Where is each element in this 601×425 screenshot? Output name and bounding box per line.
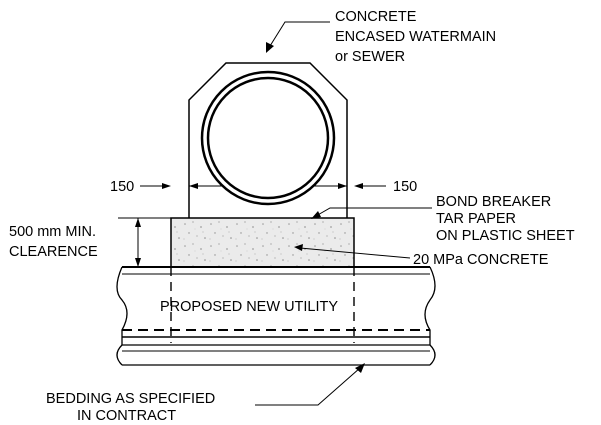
leader-concrete-arrowhead	[294, 244, 303, 251]
bond-breaker-label-line-1: BOND BREAKER	[436, 194, 551, 210]
bedding-right-break	[429, 344, 436, 366]
offset-right-label: 150	[393, 179, 417, 195]
clearance-arrowhead-top	[135, 218, 141, 227]
bond-breaker-label-line-3: ON PLASTIC SHEET	[436, 228, 575, 244]
bedding-left-break	[116, 344, 123, 366]
bedding-label-line-1: BEDDING AS SPECIFIED	[46, 391, 215, 407]
leader-bedding	[255, 367, 361, 406]
new-utility-pipe-right-break	[424, 266, 436, 345]
concrete-label: 20 MPa CONCRETE	[413, 252, 549, 268]
bedding-label-line-2: IN CONTRACT	[77, 408, 176, 424]
leader-bond-breaker	[315, 207, 432, 217]
offset-left-label: 150	[110, 179, 134, 195]
dimension-right-arrowhead	[354, 183, 363, 189]
new-utility-pipe-left-break	[116, 266, 128, 345]
dimension-left-arrowhead	[162, 183, 171, 189]
utility-label: PROPOSED NEW UTILITY	[160, 299, 338, 315]
encasement-label-line-2: ENCASED WATERMAIN	[335, 29, 496, 45]
dimension-right-inner-arrowhead	[338, 183, 347, 189]
dimension-left-inner-arrowhead	[189, 183, 198, 189]
pipe-inner-wall	[206, 76, 330, 200]
encasement-label-line-1: CONCRETE	[335, 9, 417, 25]
leader-encasement-arrowhead	[266, 42, 274, 53]
clearance-label-line-2: CLEARENCE	[9, 244, 98, 260]
pipe-outer-wall	[200, 70, 336, 206]
encasement-label-line-3: or SEWER	[335, 49, 405, 65]
bond-breaker-label-line-2: TAR PAPER	[436, 211, 516, 227]
leader-encasement	[269, 21, 330, 47]
concrete-slab	[170, 217, 355, 268]
leader-concrete	[299, 247, 411, 259]
concrete-encasement	[188, 62, 348, 218]
clearance-arrowhead-bottom	[135, 258, 141, 267]
clearance-label-line-1: 500 mm MIN.	[9, 224, 96, 240]
leader-bond-breaker-arrowhead	[311, 211, 321, 219]
leader-bedding-arrowhead	[355, 363, 365, 373]
